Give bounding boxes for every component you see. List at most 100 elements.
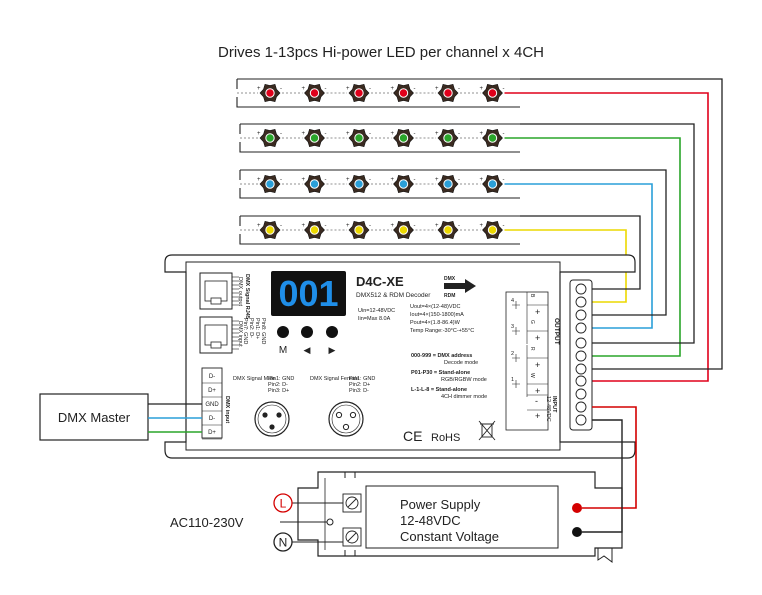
rj45-in-label: DMX input xyxy=(237,321,243,347)
screw-icon[interactable] xyxy=(575,309,587,321)
psu-negative-terminal[interactable] xyxy=(572,527,582,537)
svg-text:+: + xyxy=(435,131,439,137)
svg-text:Pin3: D-: Pin3: D- xyxy=(349,388,369,394)
svg-text:+: + xyxy=(346,131,350,137)
dmx-master-box xyxy=(39,393,149,441)
svg-text:+: + xyxy=(302,177,306,183)
svg-text:-: - xyxy=(369,86,371,92)
input-range: 12-48VDC xyxy=(545,396,551,422)
screw-icon[interactable] xyxy=(575,322,587,334)
mode-button[interactable] xyxy=(277,326,289,338)
output-channel-number: 1 xyxy=(511,377,514,383)
svg-text:-: - xyxy=(280,177,282,183)
diagram-title: Drives 1-13pcs Hi-power LED per channel … xyxy=(218,44,544,61)
xlr-male-label: DMX Signal Male xyxy=(233,376,276,382)
output-color-code: G xyxy=(529,320,535,324)
svg-text:-: - xyxy=(325,223,327,229)
spec-uout: Uout=4×(12-48)VDC xyxy=(410,304,460,310)
output-plus-sign: + xyxy=(535,333,540,343)
rj45-output-port[interactable] xyxy=(199,272,239,310)
svg-text:+: + xyxy=(302,86,306,92)
svg-text:+: + xyxy=(346,223,350,229)
neutral-terminal: N xyxy=(273,532,293,552)
svg-text:DMX: DMX xyxy=(444,276,456,282)
svg-text:-: - xyxy=(458,86,460,92)
svg-text:+: + xyxy=(480,131,484,137)
screw-icon[interactable] xyxy=(575,414,587,426)
led-row-3: +-+-+-+-+-+- xyxy=(239,169,520,199)
up-button[interactable] xyxy=(326,326,338,338)
screw-icon[interactable] xyxy=(575,375,587,387)
led-icon: +- xyxy=(257,174,303,194)
dmx-rdm-logo: DMX RDM xyxy=(444,276,476,299)
spec-iout: Iout=4×(150-1800)mA xyxy=(410,312,464,318)
screw-icon[interactable] xyxy=(575,337,587,349)
svg-text:RDM: RDM xyxy=(444,293,455,299)
lcd-display: 001 xyxy=(271,271,346,316)
decoder-unit: DMX Signal RJ45 DMX output DMX input Pin… xyxy=(164,254,636,459)
screw-icon[interactable] xyxy=(575,363,587,375)
xlr-male-connector[interactable] xyxy=(254,401,290,437)
led-symbol-icon xyxy=(512,380,520,388)
screw-icon[interactable] xyxy=(575,283,587,295)
psu-line-3: Constant Voltage xyxy=(400,529,499,544)
svg-text:RGB/RGBW mode: RGB/RGBW mode xyxy=(441,377,487,383)
led-icon: +- xyxy=(435,128,481,148)
svg-text:Pin1: GND: Pin1: GND xyxy=(349,376,375,382)
dmx-master: DMX Master xyxy=(39,393,149,441)
screw-terminals xyxy=(575,283,587,426)
psu-label-box xyxy=(365,485,559,549)
channel-return-wire-2 xyxy=(520,123,695,344)
svg-text:-: - xyxy=(369,177,371,183)
svg-text:+: + xyxy=(391,131,395,137)
svg-text:-: - xyxy=(458,177,460,183)
rj45-input-port[interactable] xyxy=(199,316,239,354)
ce-mark: CE xyxy=(403,428,422,444)
screw-icon[interactable] xyxy=(575,388,587,400)
led-icon: +- xyxy=(302,220,347,240)
svg-text:+: + xyxy=(435,223,439,229)
xlr-female-connector[interactable] xyxy=(328,401,364,437)
led-icon: +- xyxy=(391,174,436,194)
spec-temp: Temp Range:-30°C-+55°C xyxy=(410,328,474,334)
channel-wire-1 xyxy=(504,92,709,382)
led-icon: +- xyxy=(346,128,392,148)
channel-wire-2 xyxy=(504,137,681,357)
led-icon: +- xyxy=(435,174,481,194)
svg-text:000-999 = DMX address: 000-999 = DMX address xyxy=(411,353,472,359)
model-subtitle: DMX512 & RDM Decoder xyxy=(356,292,431,299)
svg-text:-: - xyxy=(458,223,460,229)
dmx-terminal-label: D+ xyxy=(208,388,216,394)
svg-text:-: - xyxy=(414,223,416,229)
weee-bin-icon xyxy=(478,420,496,441)
channel-return-wire-3 xyxy=(520,169,667,316)
dc-power-wires xyxy=(582,406,637,533)
dmx-terminal-label: GND xyxy=(205,402,219,408)
screw-icon[interactable] xyxy=(575,296,587,308)
input-sign: + xyxy=(535,411,540,421)
rj45-label: DMX Signal RJ45 xyxy=(244,274,250,319)
spec-uin: Uin=12-48VDC xyxy=(358,308,395,314)
xlr-male-pins: Pin1: GND Pin2: D- Pin3: D+ xyxy=(268,376,294,394)
dmx-terminal-label: D- xyxy=(209,416,215,422)
led-icon: +- xyxy=(257,83,303,103)
rohs-mark: RoHS xyxy=(431,432,460,444)
up-button-label: ▶ xyxy=(329,345,336,355)
svg-text:L-1-L-8 = Stand-alone: L-1-L-8 = Stand-alone xyxy=(411,387,467,393)
svg-text:+: + xyxy=(346,177,350,183)
screw-icon[interactable] xyxy=(575,350,587,362)
dmx-terminal-label: D- xyxy=(209,374,215,380)
screw-icon[interactable] xyxy=(575,401,587,413)
xlr-female-pins: Pin1: GND Pin2: D+ Pin3: D- xyxy=(349,376,375,394)
ac-junction xyxy=(326,518,334,526)
mode-button-label: M xyxy=(279,345,287,356)
channel-wire-3 xyxy=(504,183,653,329)
psu-positive-terminal[interactable] xyxy=(572,503,582,513)
dmx-master-label: DMX Master xyxy=(58,410,131,425)
output-channel-number: 2 xyxy=(511,351,514,357)
led-icon: +- xyxy=(302,83,347,103)
svg-text:-: - xyxy=(503,131,505,137)
down-button[interactable] xyxy=(301,326,313,338)
live-label: L xyxy=(280,497,287,511)
led-icon: +- xyxy=(346,174,392,194)
